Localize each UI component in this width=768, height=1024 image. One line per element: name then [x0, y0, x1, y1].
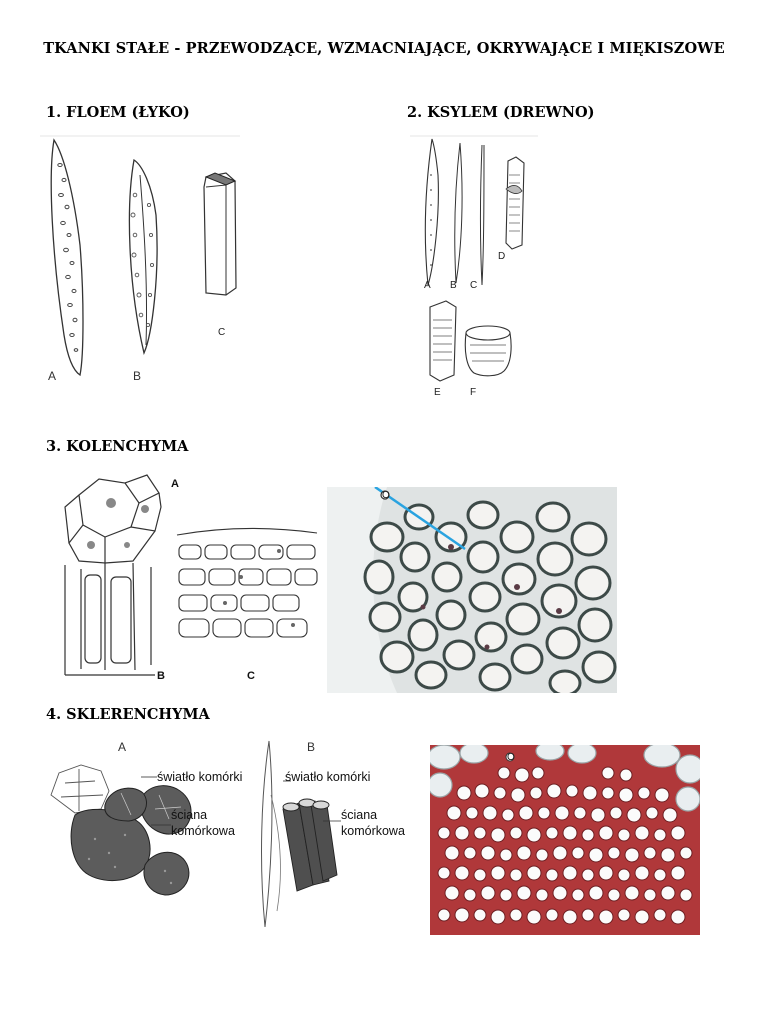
- sklerenchyma-b-wall-annotation-2: komórkowa: [341, 824, 405, 838]
- sklerenchyma-b-wall-annotation-1: ściana: [341, 808, 377, 822]
- section-heading-ksylem: 2. KSYLEM (DREWNO): [407, 104, 595, 121]
- kolenchyma-photo-label: O: [382, 490, 390, 501]
- sklerenchyma-photo-label: O: [507, 752, 515, 763]
- section-heading-sklerenchyma: 4. SKLERENCHYMA: [46, 706, 210, 723]
- kolenchyma-micrograph: O: [327, 487, 617, 693]
- floem-label-b: B: [133, 369, 141, 383]
- ksylem-label-d: D: [498, 251, 505, 262]
- ksylem-label-f: F: [470, 387, 476, 398]
- floem-label-a: A: [48, 369, 56, 383]
- ksylem-label-b: B: [450, 280, 457, 291]
- ksylem-label-c: C: [470, 280, 477, 291]
- ksylem-label-e: E: [434, 387, 441, 398]
- floem-label-c: C: [218, 327, 225, 338]
- ksylem-label-a: A: [424, 280, 431, 291]
- sklerenchyma-micrograph: O: [430, 745, 700, 935]
- floem-illustration: A B C: [40, 135, 240, 383]
- sklerenchyma-label-a: A: [118, 740, 126, 754]
- sklerenchyma-a-wall-annotation-1: ściana: [171, 808, 207, 822]
- kolenchyma-label-a: A: [171, 478, 179, 490]
- kolenchyma-illustration: A B C: [64, 474, 318, 682]
- sklerenchyma-a-lumen-annotation: światło komórki: [157, 770, 242, 784]
- sklerenchyma-b-lumen-annotation: światło komórki: [285, 770, 370, 784]
- sklerenchyma-a-wall-annotation-2: komórkowa: [171, 824, 235, 838]
- section-heading-kolenchyma: 3. KOLENCHYMA: [46, 438, 189, 455]
- sklerenchyma-illustration: A światło komórki ściana komórkowa B świ…: [50, 740, 405, 928]
- kolenchyma-label-b: B: [157, 670, 165, 682]
- sklerenchyma-label-b: B: [307, 740, 315, 754]
- section-heading-floem: 1. FLOEM (ŁYKO): [46, 104, 190, 121]
- ksylem-illustration: A B C D E F: [410, 135, 538, 398]
- kolenchyma-label-c: C: [247, 670, 255, 682]
- page-title: TKANKI STAŁE - PRZEWODZĄCE, WZMACNIAJĄCE…: [43, 40, 725, 57]
